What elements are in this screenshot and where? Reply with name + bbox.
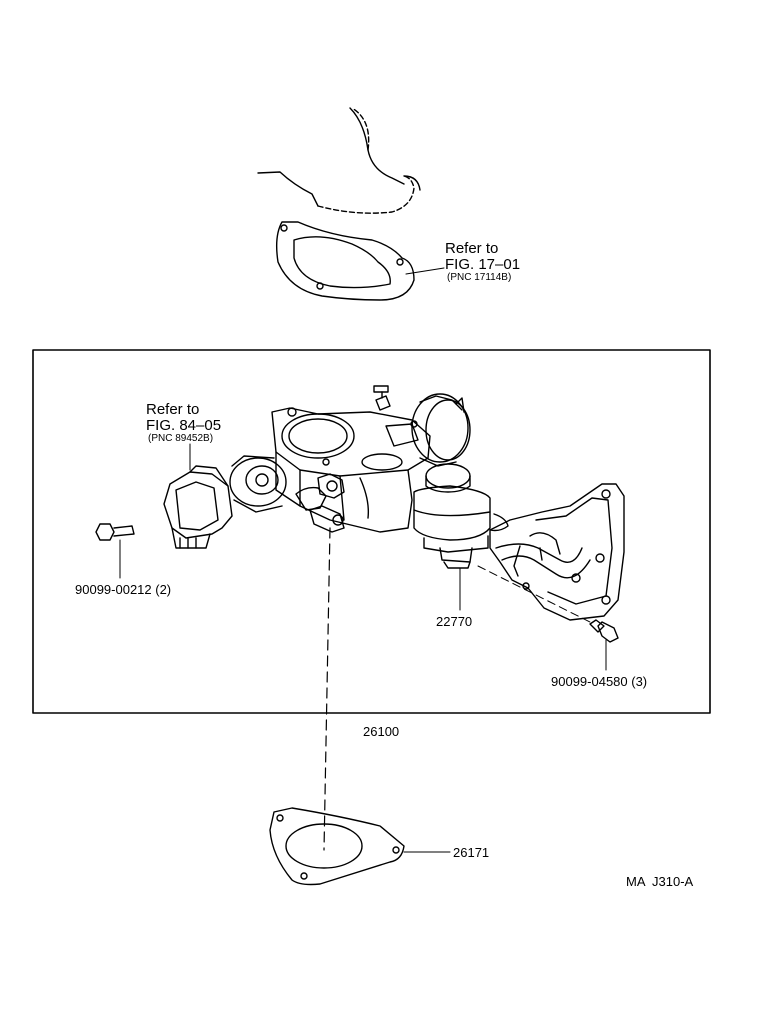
- throttle-linkage: [309, 473, 345, 533]
- throttle-position-boss: [229, 455, 327, 513]
- part-number-bolt-left: 90099-00212 (2): [75, 582, 172, 597]
- throttle-body: [271, 385, 431, 533]
- bolt-right-axis: [477, 565, 591, 623]
- ref-sensor-line2: FIG. 84–05: [146, 417, 222, 434]
- lower-gasket: [269, 807, 405, 886]
- egr-bracket: [489, 483, 625, 621]
- ref-upper-line1: Refer to: [445, 240, 499, 257]
- ref-upper-line2: FIG. 17–01: [445, 256, 521, 273]
- egr-valve: [413, 463, 509, 569]
- ref-sensor-line1: Refer to: [146, 401, 200, 418]
- ref-upper-line3: (PNC 17114B): [447, 272, 512, 283]
- part-number-bolt-right: 90099-04580 (3): [551, 674, 648, 689]
- part-number-assembly: 26100: [363, 724, 400, 739]
- part-number-gasket-lower: 26171: [453, 845, 490, 860]
- alignment-line: [323, 527, 331, 851]
- part-number-valve: 22770: [436, 614, 473, 629]
- bolt-left: [95, 523, 135, 541]
- upper-gasket: [275, 221, 415, 301]
- ref-sensor-line3: (PNC 89452B): [148, 433, 214, 444]
- intake-manifold-outline: [257, 107, 421, 214]
- throttle-drum: [411, 393, 471, 467]
- assembly-box: [32, 349, 711, 714]
- figure-code: MA J310-A: [626, 874, 694, 889]
- throttle-position-sensor: [163, 465, 233, 549]
- bolt-right: [589, 619, 619, 643]
- leader-ref-upper: [405, 267, 445, 275]
